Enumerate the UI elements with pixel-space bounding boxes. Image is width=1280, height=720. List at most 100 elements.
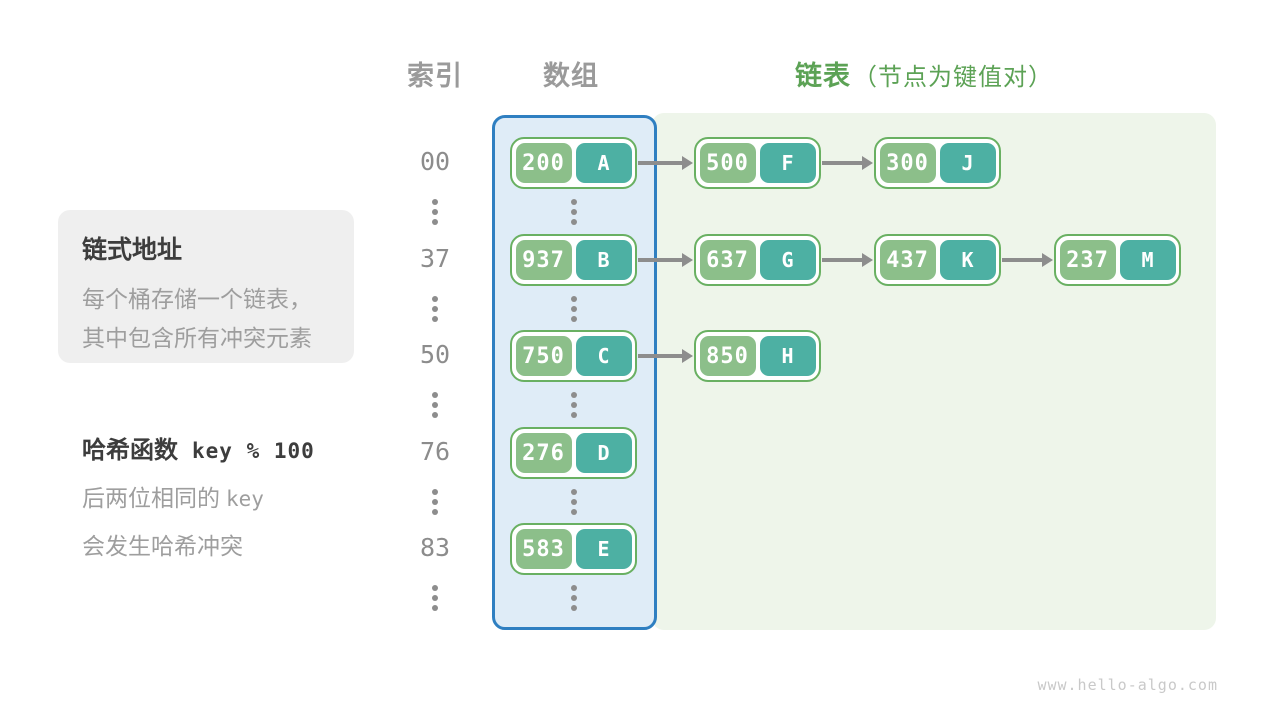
ellipsis-dot: [571, 402, 577, 408]
hash-function-title: 哈希函数: [82, 437, 178, 464]
ellipsis-dot: [571, 595, 577, 601]
linked-list-note: （节点为键值对）: [853, 64, 1053, 91]
value-cell: A: [575, 143, 632, 183]
key-cell: 637: [699, 240, 756, 280]
value-cell: E: [575, 529, 632, 569]
array-ellipsis: [571, 489, 577, 515]
bucket-index-label: 37: [419, 244, 451, 273]
ellipsis-dot: [571, 509, 577, 515]
key-cell: 750: [515, 336, 572, 376]
info-card-line-2: 其中包含所有冲突元素: [82, 325, 312, 351]
ellipsis-dot: [432, 412, 438, 418]
index-ellipsis: [432, 296, 438, 322]
ellipsis-dot: [571, 499, 577, 505]
info-card-line-1: 每个桶存储一个链表，: [82, 286, 312, 312]
ellipsis-dot: [571, 296, 577, 302]
linked-list-label: 链表: [795, 61, 851, 91]
key-cell: 937: [515, 240, 572, 280]
value-cell: J: [939, 143, 996, 183]
ellipsis-dot: [571, 219, 577, 225]
bucket-index-label: 50: [419, 340, 451, 369]
index-ellipsis: [432, 489, 438, 515]
ellipsis-dot: [432, 316, 438, 322]
key-cell: 437: [879, 240, 936, 280]
ellipsis-dot: [432, 489, 438, 495]
ellipsis-dot: [432, 509, 438, 515]
next-pointer-arrow: [822, 155, 873, 171]
ellipsis-dot: [571, 412, 577, 418]
ellipsis-dot: [432, 296, 438, 302]
index-column-header: 索引: [407, 61, 463, 91]
hash-note-line-2: 会发生哈希冲突: [82, 533, 243, 559]
value-cell: K: [939, 240, 996, 280]
ellipsis-dot: [571, 316, 577, 322]
value-cell: C: [575, 336, 632, 376]
value-cell: F: [759, 143, 816, 183]
ellipsis-dot: [432, 499, 438, 505]
ellipsis-dot: [571, 489, 577, 495]
ellipsis-dot: [571, 392, 577, 398]
ellipsis-dot: [432, 199, 438, 205]
key-cell: 583: [515, 529, 572, 569]
bucket-index-label: 00: [419, 147, 451, 176]
value-cell: G: [759, 240, 816, 280]
value-cell: M: [1119, 240, 1176, 280]
key-cell: 276: [515, 433, 572, 473]
key-cell: 300: [879, 143, 936, 183]
array-ellipsis: [571, 585, 577, 611]
array-column-header: 数组: [543, 61, 599, 91]
ellipsis-dot: [432, 585, 438, 591]
array-ellipsis: [571, 199, 577, 225]
next-pointer-arrow: [822, 252, 873, 268]
ellipsis-dot: [432, 595, 438, 601]
ellipsis-dot: [571, 209, 577, 215]
key-cell: 500: [699, 143, 756, 183]
index-ellipsis: [432, 392, 438, 418]
ellipsis-dot: [571, 199, 577, 205]
hash-note-line1-code: key: [226, 487, 264, 511]
next-pointer-arrow: [638, 252, 693, 268]
next-pointer-arrow: [1002, 252, 1053, 268]
array-ellipsis: [571, 392, 577, 418]
hash-function-heading: 哈希函数 key % 100: [82, 430, 315, 465]
ellipsis-dot: [432, 402, 438, 408]
linked-list-column-header: 链表（节点为键值对）: [795, 54, 1053, 93]
bucket-index-label: 76: [419, 437, 451, 466]
hash-note-line1-text: 后两位相同的: [82, 485, 220, 511]
value-cell: B: [575, 240, 632, 280]
bucket-index-label: 83: [419, 533, 451, 562]
ellipsis-dot: [571, 306, 577, 312]
ellipsis-dot: [432, 209, 438, 215]
ellipsis-dot: [432, 306, 438, 312]
chaining-info-card: 链式地址 每个桶存储一个链表， 其中包含所有冲突元素: [58, 210, 354, 363]
ellipsis-dot: [432, 605, 438, 611]
index-ellipsis: [432, 199, 438, 225]
hash-function-formula: key % 100: [192, 439, 315, 463]
ellipsis-dot: [432, 219, 438, 225]
key-cell: 237: [1059, 240, 1116, 280]
watermark: www.hello-algo.com: [1037, 676, 1218, 694]
next-pointer-arrow: [638, 155, 693, 171]
array-ellipsis: [571, 296, 577, 322]
info-card-title: 链式地址: [82, 236, 183, 264]
index-ellipsis: [432, 585, 438, 611]
ellipsis-dot: [432, 392, 438, 398]
ellipsis-dot: [571, 605, 577, 611]
value-cell: D: [575, 433, 632, 473]
value-cell: H: [759, 336, 816, 376]
